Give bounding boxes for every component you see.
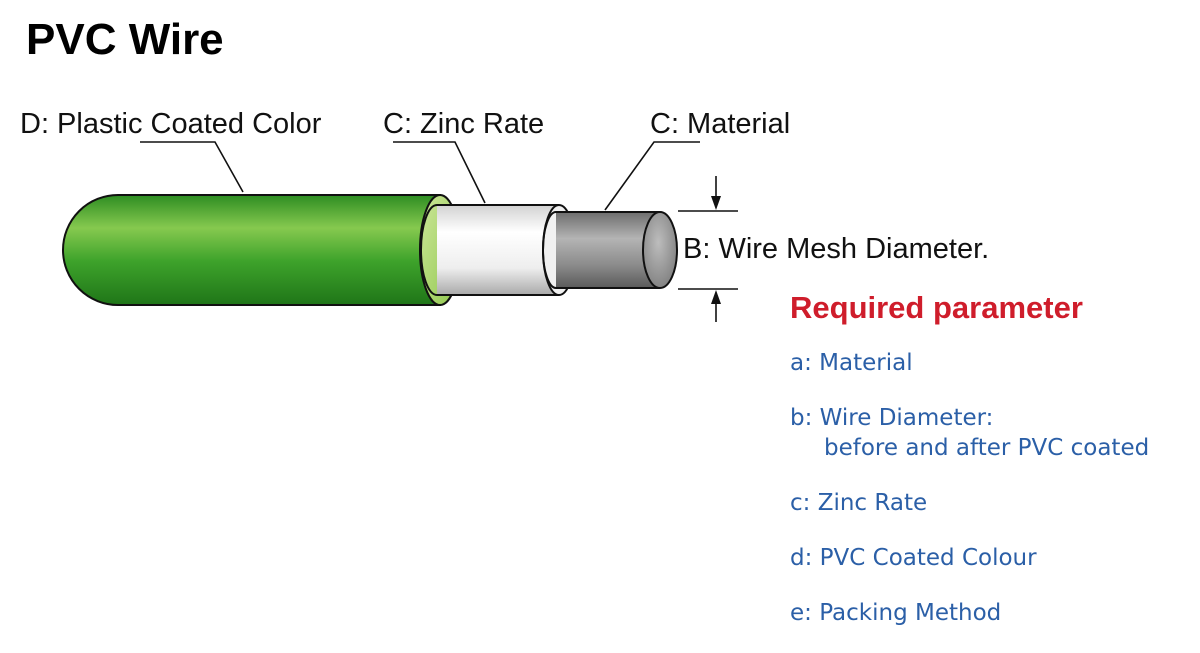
callout-zinc-rate: C: Zinc Rate	[383, 108, 544, 140]
required-parameter-list: a: Material b: Wire Diameter: before and…	[790, 348, 1149, 653]
page-title: PVC Wire	[26, 15, 224, 64]
param-item-wire-diameter: b: Wire Diameter: before and after PVC c…	[790, 403, 1149, 463]
param-item-zinc-rate: c: Zinc Rate	[790, 488, 1149, 518]
zinc-layer	[420, 204, 576, 296]
param-item-packing-method: e: Packing Method	[790, 598, 1149, 628]
leader-zinc-rate	[393, 141, 486, 204]
param-label: d: PVC Coated Colour	[790, 545, 1037, 571]
param-label-continuation: before and after PVC coated	[824, 435, 1150, 461]
param-label: b: Wire Diameter:	[790, 405, 994, 431]
leader-material	[604, 141, 700, 211]
required-parameter-heading: Required parameter	[790, 290, 1083, 325]
param-label: a: Material	[790, 350, 913, 376]
param-item-coated-colour: d: PVC Coated Colour	[790, 543, 1149, 573]
callout-material: C: Material	[650, 108, 790, 140]
callout-diameter: B: Wire Mesh Diameter.	[683, 233, 989, 265]
param-label: c: Zinc Rate	[790, 490, 928, 516]
pvc-coating	[62, 194, 461, 306]
diameter-dimension	[678, 176, 738, 322]
wire-core	[542, 211, 678, 289]
callout-coating-color: D: Plastic Coated Color	[20, 108, 322, 140]
leader-coating-color	[140, 141, 244, 193]
param-item-material: a: Material	[790, 348, 1149, 378]
param-label: e: Packing Method	[790, 600, 1002, 626]
